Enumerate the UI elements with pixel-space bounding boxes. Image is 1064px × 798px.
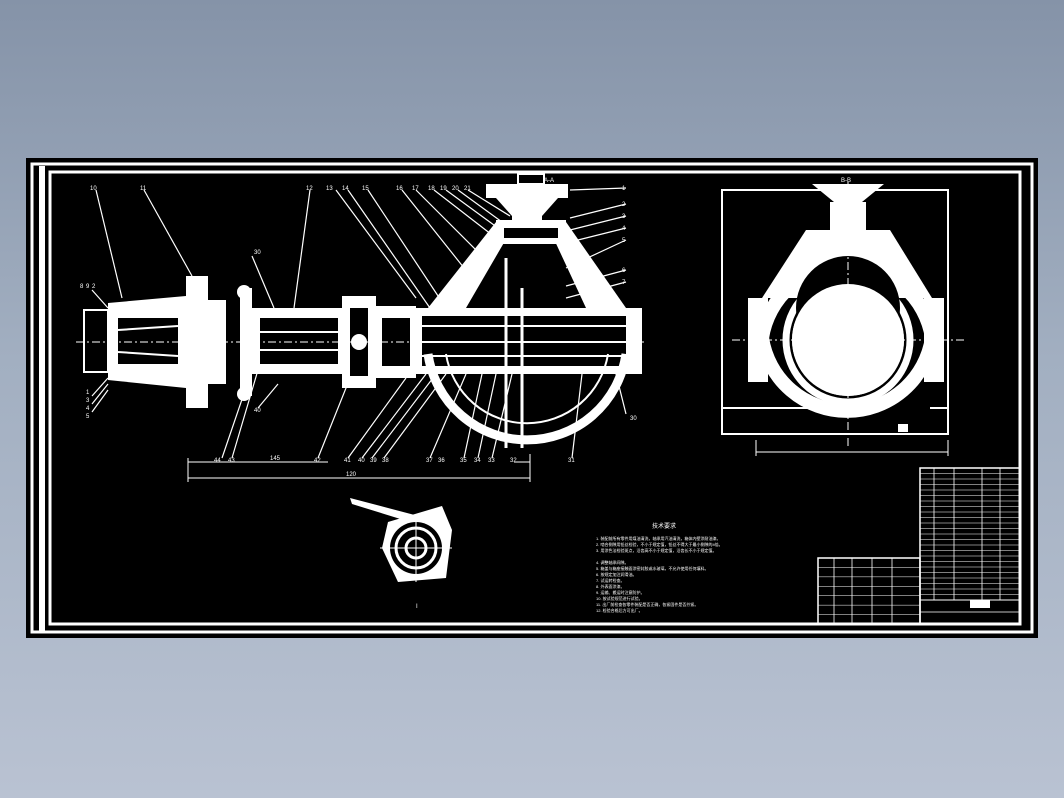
leader-lines <box>91 187 627 459</box>
binding-strip <box>39 166 45 632</box>
part-label: 1 <box>86 390 90 396</box>
technical-requirements: 技术要求 1. 装配前所有零件用煤油清洗，轴承用汽油清洗，箱体内壁涂耐油漆。 2… <box>596 522 723 613</box>
part-label: 5 <box>86 414 90 420</box>
parts-list <box>919 467 1021 625</box>
part-label: 9 <box>86 284 90 290</box>
part-label: 20 <box>452 186 459 192</box>
part-label: 5 <box>622 238 626 244</box>
part-label: 19 <box>440 186 447 192</box>
part-label: 33 <box>488 458 495 464</box>
part-label: 13 <box>326 186 333 192</box>
part-label: 37 <box>426 458 433 464</box>
requirement-line: 6. 按规定加注润滑油。 <box>596 571 636 577</box>
part-label: 11 <box>140 186 147 192</box>
requirement-line: 5. 箱盖与箱座接触面涂密封胶或水玻璃，不允许使用任何填料。 <box>596 565 708 571</box>
requirement-line: 7. 试运转检查。 <box>596 577 624 583</box>
cad-drawing: 10 11 12 13 14 15 16 17 18 19 20 21 1 2 … <box>30 162 1034 634</box>
part-label: 42 <box>314 458 321 464</box>
part-label: 8 <box>80 284 84 290</box>
dimension-label: 145 <box>270 456 281 462</box>
part-label: 36 <box>438 458 445 464</box>
part-label: 10 <box>90 186 97 192</box>
part-label: 40 <box>358 458 365 464</box>
part-label: 38 <box>382 458 389 464</box>
requirement-line: 12. 检验合格后方可出厂。 <box>596 607 643 613</box>
section-label: B-B <box>841 178 851 184</box>
part-label: 6 <box>622 268 626 274</box>
part-label: 34 <box>474 458 481 464</box>
part-label: 35 <box>460 458 467 464</box>
part-label: 4 <box>86 406 90 412</box>
part-labels: 10 11 12 13 14 15 16 17 18 19 20 21 1 2 … <box>80 178 637 478</box>
dimension-label: 30 <box>254 250 261 256</box>
part-label: 7 <box>622 280 626 286</box>
part-label: 44 <box>214 458 221 464</box>
requirement-line: 10. 按试验规范进行试验。 <box>596 595 643 601</box>
dimension-label: 120 <box>346 472 357 478</box>
technical-requirements-title: 技术要求 <box>652 522 676 530</box>
part-label: 14 <box>342 186 349 192</box>
side-section-view <box>721 182 966 456</box>
outer-frame <box>30 162 1034 634</box>
detail-label: I <box>416 604 418 610</box>
requirement-line: 3. 用涂色法检验斑点，沿齿高不小于规定值，沿齿长不小于规定值。 <box>596 547 716 553</box>
part-label: 2 <box>622 202 626 208</box>
part-label: 16 <box>396 186 403 192</box>
requirement-line: 8. 外表面涂漆。 <box>596 583 624 589</box>
part-label: 30 <box>630 416 637 422</box>
part-label: 2 <box>92 284 96 290</box>
part-label: 4 <box>622 226 626 232</box>
part-label: 32 <box>510 458 517 464</box>
drawing-sheet: 10 11 12 13 14 15 16 17 18 19 20 21 1 2 … <box>26 158 1038 638</box>
part-label: 41 <box>344 458 351 464</box>
part-label: 17 <box>412 186 419 192</box>
part-label: 31 <box>568 458 575 464</box>
part-label: 12 <box>306 186 313 192</box>
part-label: 43 <box>228 458 235 464</box>
requirement-line: 11. 出厂前检查各零件装配是否正确，各紧固件是否拧紧。 <box>596 601 698 607</box>
part-label: 3 <box>86 398 90 404</box>
part-label: 21 <box>464 186 471 192</box>
detail-view <box>350 498 452 582</box>
part-label: 3 <box>622 214 626 220</box>
part-label: 15 <box>362 186 369 192</box>
part-label: 1 <box>622 186 626 192</box>
requirement-line: 2. 啮合侧隙用铅丝检验，不小于规定值，铅丝不得大于最小侧隙的4倍。 <box>596 541 723 547</box>
requirement-line: 9. 运输、搬运时注意防护。 <box>596 589 644 595</box>
part-label: 18 <box>428 186 435 192</box>
requirement-line: 1. 装配前所有零件用煤油清洗，轴承用汽油清洗，箱体内壁涂耐油漆。 <box>596 535 720 541</box>
part-label: 39 <box>370 458 377 464</box>
inner-frame <box>48 170 1022 626</box>
section-label: A-A <box>544 178 554 184</box>
requirement-line: 4. 调整轴承间隙。 <box>596 559 628 565</box>
dimension-label: 40 <box>254 408 261 414</box>
title-block <box>817 557 1020 625</box>
front-section-view <box>76 173 646 482</box>
